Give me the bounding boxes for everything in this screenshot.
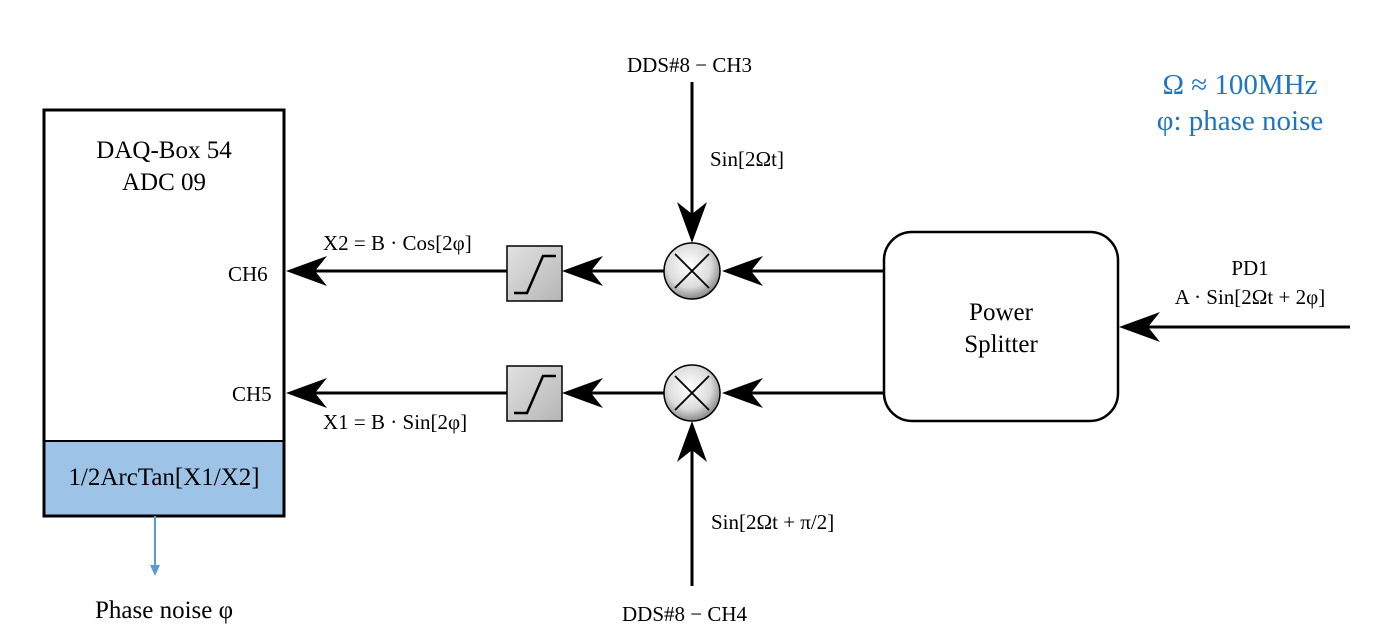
filter-top-icon [506,245,563,302]
daq-title-line1: DAQ-Box 54 [96,137,232,164]
mixer-bottom-icon [663,364,721,422]
filter-bottom-icon [506,365,563,422]
splitter-line2: Splitter [964,331,1038,358]
splitter-line1: Power [969,299,1033,326]
pd1-signal: A · Sin[2Ωt + 2φ] [1174,285,1326,309]
pd1-label: PD1 [1231,256,1269,280]
ch6-label: CH6 [228,262,268,286]
dds-ch3-signal: Sin[2Ωt] [710,147,784,171]
dds-ch4-signal: Sin[2Ωt + π/2] [711,510,835,534]
legend-omega: Ω ≈ 100MHz [1162,69,1318,101]
x1-signal-label: X1 = B · Sin[2φ] [323,410,468,434]
dds-ch4-label: DDS#8 − CH4 [622,602,748,626]
daq-title-line2: ADC 09 [121,169,207,196]
x2-signal-label: X2 = B · Cos[2φ] [323,231,472,255]
phase-noise-output-label: Phase noise φ [95,597,234,624]
arctan-box [43,440,285,517]
daq-title: DAQ-Box 54 ADC 09 [44,135,284,199]
mixer-top-icon [663,242,721,300]
splitter-label: Power Splitter [884,297,1118,361]
ch5-label: CH5 [232,382,272,406]
arctan-formula: 1/2ArcTan[X1/X2] [68,464,260,491]
dds-ch3-label: DDS#8 − CH3 [627,53,753,77]
legend-phi: φ: phase noise [1156,105,1324,137]
power-splitter-box [882,230,1120,423]
